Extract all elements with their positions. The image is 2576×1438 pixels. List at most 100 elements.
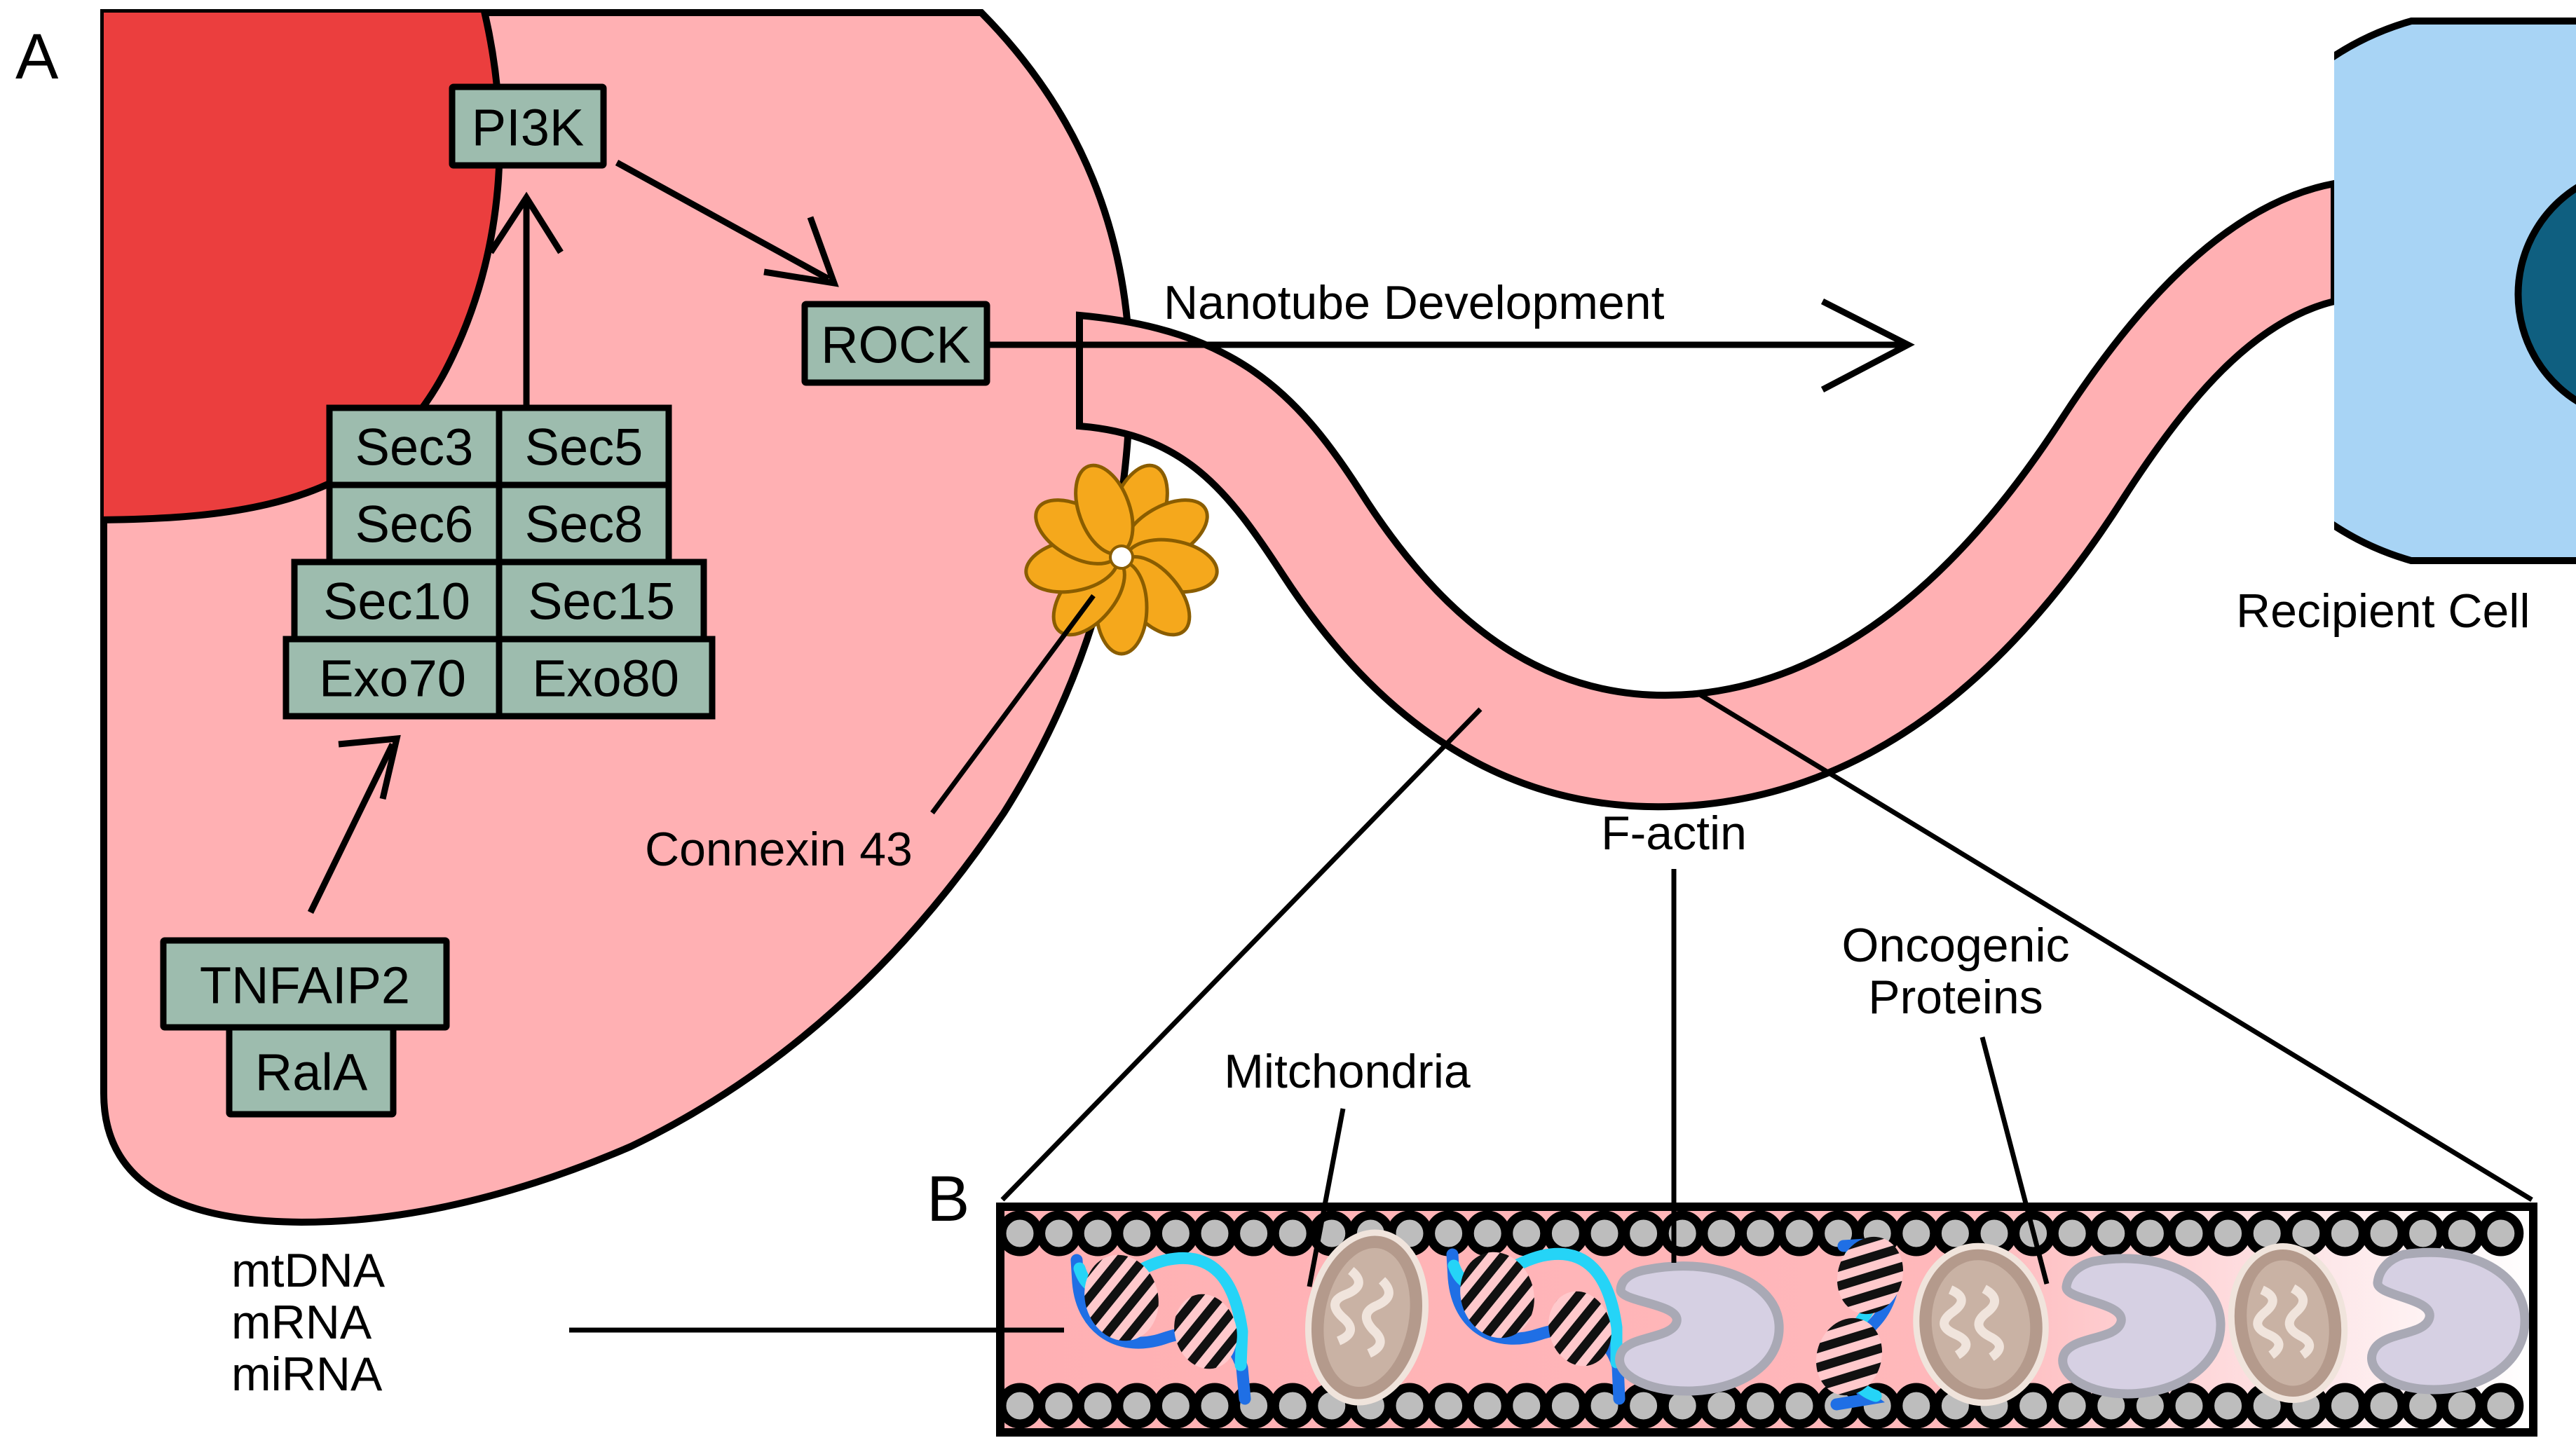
arrow-pi3k-to-rock	[615, 160, 839, 287]
phospholipid-head	[1386, 1383, 1433, 1429]
oncogenic-proteins-label-line2: Proteins	[1868, 971, 2043, 1024]
mitochondrion	[1913, 1242, 2049, 1406]
arrow-nanotube-development	[990, 298, 1915, 392]
recipient-cell-label: Recipient Cell	[2236, 584, 2530, 638]
exocyst-row[interactable]: Sec6 Sec8	[326, 481, 672, 566]
oncogenic-protein	[2367, 1247, 2530, 1395]
connexin-43-leader	[930, 594, 1096, 815]
signaling-box-rock[interactable]: ROCK	[801, 301, 990, 386]
recipient-cell	[2334, 18, 2576, 564]
phospholipid-head	[2478, 1383, 2524, 1429]
phospholipid-head	[1893, 1210, 1940, 1256]
phospholipid-head	[1893, 1383, 1940, 1429]
phospholipid-head	[2322, 1383, 2368, 1429]
panel-b-nanotube-detail	[996, 1203, 2537, 1437]
phospholipid-head	[1504, 1383, 1550, 1429]
arrow-exocyst-to-pi3k	[488, 191, 564, 405]
phospholipid-head	[2088, 1210, 2134, 1256]
phospholipid-head	[1659, 1210, 1705, 1256]
exocyst-cell-label: Sec15	[528, 573, 675, 631]
phospholipid-head	[1114, 1383, 1160, 1429]
tnfaip2-label: TNFAIP2	[200, 957, 410, 1015]
phospholipid-head	[1152, 1210, 1199, 1256]
phospholipid-head	[1269, 1383, 1316, 1429]
exocyst-complex: Sec3 Sec5 Sec6 Sec8 Sec10 Sec15 Exo70 Ex…	[282, 404, 716, 720]
signaling-box-rala[interactable]: RalA	[226, 1024, 397, 1118]
phospholipid-head	[2322, 1210, 2368, 1256]
cargo-label-mtdna: mtDNA	[231, 1244, 386, 1297]
exocyst-row[interactable]: Sec10 Sec15	[291, 559, 707, 643]
arrow-tnfaip2-to-exocyst	[307, 734, 401, 914]
mitochondria-label: Mitchondria	[1224, 1045, 1471, 1098]
phospholipid-head	[2049, 1383, 2095, 1429]
phospholipid-head	[1269, 1210, 1316, 1256]
phospholipid-head	[1504, 1210, 1550, 1256]
exocyst-cell-label: Sec5	[525, 418, 643, 477]
exocyst-cell-label: Exo80	[532, 650, 679, 708]
phospholipid-head	[1192, 1383, 1238, 1429]
exocyst-row[interactable]: Sec3 Sec5	[326, 404, 672, 488]
dna-helix	[1446, 1247, 1626, 1405]
f-actin-label: F-actin	[1601, 807, 1747, 860]
dna-helix	[1815, 1236, 1904, 1411]
oncogenic-proteins-label-line1: Oncogenic	[1841, 919, 2069, 972]
phospholipid-head	[1192, 1210, 1238, 1256]
phospholipid-head	[1621, 1383, 1667, 1429]
phospholipid-head	[1426, 1210, 1472, 1256]
cargo-label-mrna: mRNA	[231, 1296, 372, 1349]
plasma-membrane	[1000, 1210, 2524, 1429]
nanotube-cargo	[1070, 1229, 2530, 1411]
dna-helix	[1070, 1252, 1251, 1405]
phospholipid-head	[2166, 1383, 2212, 1429]
phospholipid-head	[1075, 1383, 1121, 1429]
panel-b-outline	[996, 1203, 2537, 1437]
phospholipid-head	[2049, 1210, 2095, 1256]
recipient-cell-nucleus	[2514, 184, 2576, 405]
phospholipid-head	[1000, 1383, 1043, 1429]
exocyst-cell-label: Exo70	[319, 650, 466, 708]
oncogenic-protein	[2058, 1254, 2226, 1399]
phospholipid-head	[1231, 1210, 1277, 1256]
phospholipid-head	[1776, 1210, 1822, 1256]
phospholipid-head	[1075, 1210, 1121, 1256]
mitochondrion	[2228, 1243, 2348, 1403]
phospholipid-head	[2361, 1383, 2407, 1429]
phospholipid-head	[1542, 1383, 1588, 1429]
exocyst-row[interactable]: Exo70 Exo80	[282, 636, 716, 720]
oncogenic-protein	[1615, 1261, 1784, 1396]
rock-label: ROCK	[821, 316, 971, 374]
phospholipid-head	[2205, 1210, 2251, 1256]
phospholipid-head	[1464, 1210, 1511, 1256]
phospholipid-head	[1000, 1210, 1043, 1256]
phospholipid-head	[1036, 1383, 1082, 1429]
phospholipid-head	[1698, 1210, 1745, 1256]
signaling-box-tnfaip2[interactable]: TNFAIP2	[160, 937, 450, 1031]
phospholipid-head	[2205, 1383, 2251, 1429]
phospholipid-head	[1152, 1383, 1199, 1429]
mitochondrion	[1305, 1229, 1429, 1406]
phospholipid-head	[1464, 1383, 1511, 1429]
phospholipid-head	[1114, 1210, 1160, 1256]
exocyst-cell-label: Sec10	[323, 573, 470, 631]
exocyst-cell-label: Sec3	[355, 418, 474, 477]
phospholipid-head	[2439, 1210, 2485, 1256]
phospholipid-head	[2361, 1210, 2407, 1256]
phospholipid-head	[1737, 1383, 1783, 1429]
phospholipid-head	[2010, 1383, 2057, 1429]
zoom-callout-lines	[1000, 690, 2533, 1202]
recipient-cell-body	[2334, 18, 2576, 564]
exocyst-cell-label: Sec6	[355, 495, 474, 554]
signaling-box-pi3k[interactable]: PI3K	[449, 83, 607, 169]
rala-label: RalA	[255, 1043, 368, 1102]
phospholipid-head	[1426, 1383, 1472, 1429]
phospholipid-head	[1737, 1210, 1783, 1256]
connexin-43-channel	[1024, 463, 1219, 656]
pi3k-label: PI3K	[472, 99, 584, 157]
panel-b-callouts: Mitchondria F-actin Oncogenic Proteins m…	[231, 807, 2070, 1401]
phospholipid-head	[2127, 1210, 2173, 1256]
nanotube-development-label: Nanotube Development	[1164, 276, 1665, 329]
phospholipid-head	[1776, 1383, 1822, 1429]
phospholipid-head	[2166, 1210, 2212, 1256]
phospholipid-head	[2400, 1210, 2446, 1256]
